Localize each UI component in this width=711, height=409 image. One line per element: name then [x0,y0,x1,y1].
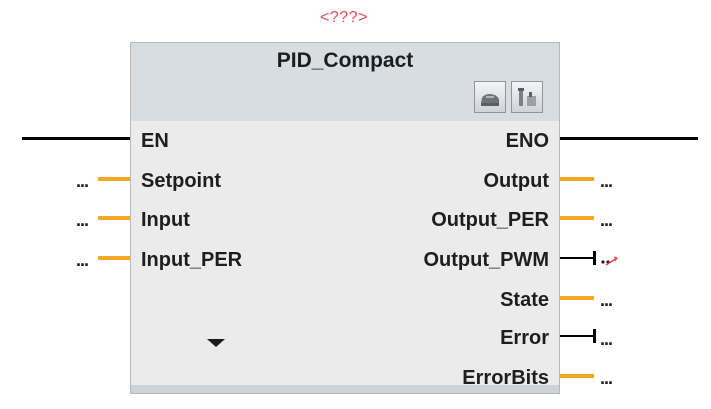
state-param[interactable]: ... [600,290,613,310]
configuration-button[interactable] [511,81,543,113]
pin-input-per: Input_PER [141,249,243,271]
pin-input: Input [141,209,190,231]
pin-output: Output [483,170,549,192]
pin-state: State [500,289,549,311]
state-wire [560,296,594,300]
errorbits-param[interactable]: ... [600,368,613,388]
output-per-param[interactable]: ... [600,210,613,230]
pid-compact-block[interactable]: PID_Compact EN Setpoint Input In [130,42,560,394]
output-pwm-terminal [593,251,596,265]
block-header: PID_Compact [131,43,559,121]
output-param[interactable]: ... [600,171,613,191]
errorbits-wire [560,374,594,378]
input-param[interactable]: ... [76,210,89,230]
pin-error: Error [500,327,549,349]
instance-db-name[interactable]: <???> [320,9,368,26]
error-param[interactable]: ... [600,329,613,349]
error-terminal [593,329,596,343]
output-wire [560,177,594,181]
pin-setpoint: Setpoint [141,170,221,192]
input-wire [98,216,132,220]
pin-en: EN [141,130,169,152]
output-per-wire [560,216,594,220]
input-per-wire [98,256,132,260]
block-footer [131,385,559,393]
chevron-down-icon[interactable] [207,339,225,347]
input-per-param[interactable]: ... [76,250,89,270]
en-power-line [22,137,132,140]
pin-output-per: Output_PER [431,209,549,231]
pin-errorbits: ErrorBits [462,367,549,389]
commissioning-icon [481,94,499,106]
output-pwm-unconnected-icon[interactable] [600,252,620,268]
setpoint-wire [98,177,132,181]
pin-output-pwm: Output_PWM [423,249,549,271]
setpoint-param[interactable]: ... [76,171,89,191]
error-wire [560,335,594,337]
commissioning-button[interactable] [474,81,506,113]
block-title: PID_Compact [276,49,414,72]
pin-eno: ENO [505,130,549,152]
eno-power-line [558,137,698,140]
tools-icon [518,88,536,106]
output-pwm-wire [560,257,594,259]
